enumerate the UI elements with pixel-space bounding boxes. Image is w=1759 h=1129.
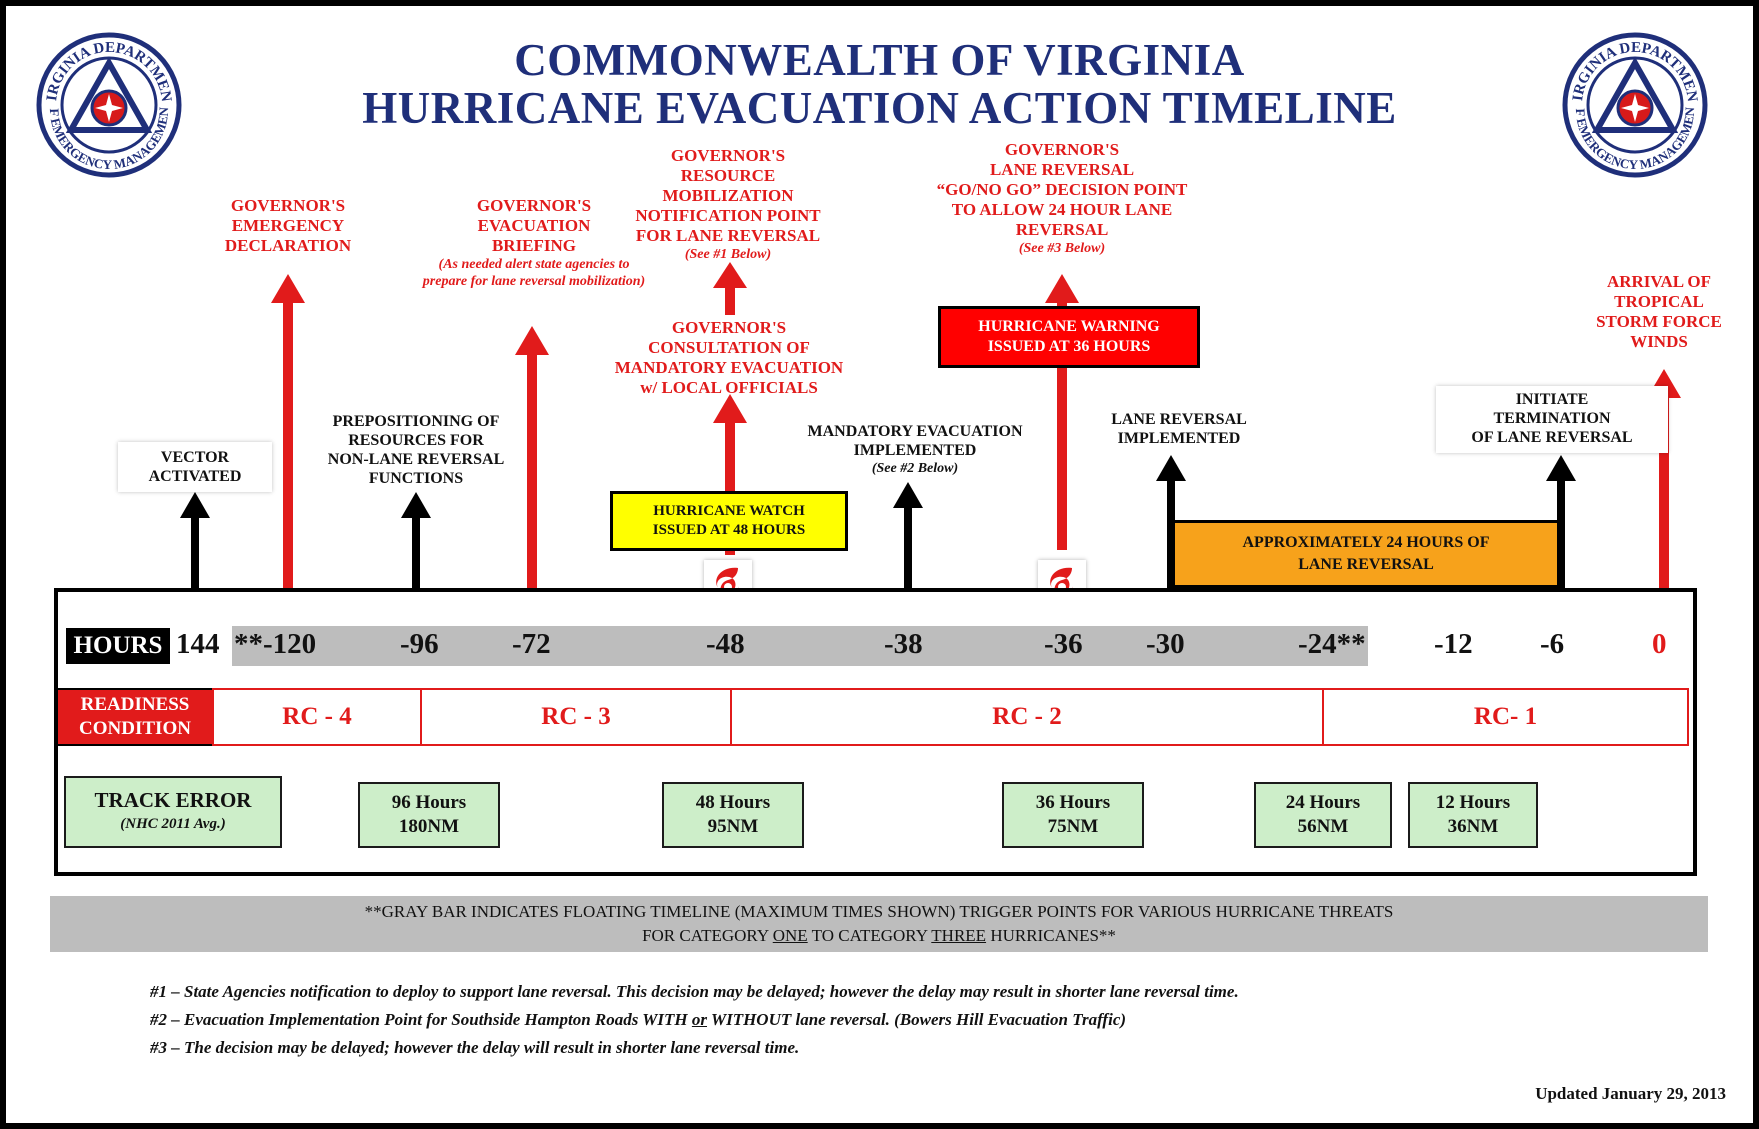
- readiness-rc-3: RC - 3: [420, 688, 732, 746]
- track-error-label: TRACK ERROR (NHC 2011 Avg.): [64, 776, 282, 848]
- arrow-vector: [191, 515, 199, 590]
- label-arrival-tropical-storm: ARRIVAL OF TROPICAL STORM FORCE WINDS: [1596, 272, 1722, 351]
- track-error-item: 96 Hours 180NM: [358, 782, 500, 848]
- label-resource-mobilization: GOVERNOR'S RESOURCE MOBILIZATION NOTIFIC…: [635, 146, 821, 262]
- label-emergency-declaration: GOVERNOR'S EMERGENCY DECLARATION: [224, 196, 352, 255]
- readiness-rc-1: RC- 1: [1322, 688, 1689, 746]
- track-error-item: 48 Hours 95NM: [662, 782, 804, 848]
- arrow-consultation: [725, 420, 735, 555]
- readiness-rc-4: RC - 4: [212, 688, 422, 746]
- note-3: #3 – The decision may be delayed; howeve…: [150, 1038, 800, 1057]
- hour-value: -6: [1540, 628, 1565, 660]
- arrow-resource: [725, 285, 735, 315]
- hour-value: -96: [400, 628, 439, 660]
- hour-value: 144: [176, 628, 220, 660]
- lane-reversal-period-box: APPROXIMATELY 24 HOURS OF LANE REVERSAL: [1172, 520, 1560, 588]
- label-mandatory-evacuation: MANDATORY EVACUATION IMPLEMENTED (See #2…: [807, 423, 1023, 476]
- arrow-lane-impl: [1167, 478, 1175, 590]
- note-1: #1 – State Agencies notification to depl…: [150, 982, 1239, 1001]
- hour-value: -72: [512, 628, 551, 660]
- label-vector-activated: VECTOR ACTIVATED: [118, 442, 272, 492]
- hurricane-watch-box: HURRICANE WATCH ISSUED AT 48 HOURS: [610, 491, 848, 551]
- note-2: #2 – Evacuation Implementation Point for…: [150, 1010, 1127, 1029]
- track-error-item: 36 Hours 75NM: [1002, 782, 1144, 848]
- track-error-item: 12 Hours 36NM: [1408, 782, 1538, 848]
- title-line-1: COMMONWEALTH OF VIRGINIA: [514, 35, 1245, 85]
- hour-value: -24**: [1298, 628, 1366, 660]
- label-prepositioning: PREPOSITIONING OF RESOURCES FOR NON-LANE…: [327, 413, 505, 487]
- label-lane-reversal-decision: GOVERNOR'S LANE REVERSAL “GO/NO GO” DECI…: [936, 140, 1188, 256]
- arrow-emergency: [283, 300, 293, 590]
- hour-value: -38: [884, 628, 923, 660]
- arrow-briefing: [527, 352, 537, 590]
- title-line-2: HURRICANE EVACUATION ACTION TIMELINE: [362, 83, 1397, 133]
- floating-timeline-note: **GRAY BAR INDICATES FLOATING TIMELINE (…: [50, 896, 1708, 952]
- label-consultation: GOVERNOR'S CONSULTATION OF MANDATORY EVA…: [614, 318, 844, 397]
- readiness-rc-2: RC - 2: [730, 688, 1324, 746]
- hurricane-warning-box: HURRICANE WARNING ISSUED AT 36 HOURS: [938, 306, 1200, 368]
- hour-value: **-120: [234, 628, 317, 660]
- hours-label: HOURS: [66, 628, 170, 664]
- hour-value: -36: [1044, 628, 1083, 660]
- hour-value: -48: [706, 628, 745, 660]
- label-evacuation-briefing: GOVERNOR'S EVACUATION BRIEFING (As neede…: [422, 196, 646, 289]
- arrow-mandatory: [904, 505, 912, 590]
- arrow-terminate: [1557, 478, 1565, 590]
- updated-date: Updated January 29, 2013: [1535, 1084, 1726, 1103]
- label-lane-reversal-implemented: LANE REVERSAL IMPLEMENTED: [1111, 411, 1247, 447]
- floating-timeline-gray-bar: [232, 626, 1368, 666]
- hour-value: -12: [1434, 628, 1473, 660]
- hour-value: -30: [1146, 628, 1185, 660]
- readiness-condition-label: READINESS CONDITION: [56, 688, 214, 746]
- vdem-logo-left: VIRGINIA DEPARTMENT OF EMERGENCY MANAGEM…: [29, 18, 184, 180]
- label-initiate-termination: INITIATE TERMINATION OF LANE REVERSAL: [1436, 386, 1668, 453]
- arrow-prepositioning: [412, 515, 420, 590]
- arrow-arrival: [1659, 395, 1669, 590]
- hour-value: 0: [1652, 628, 1667, 660]
- arrow-lane-decision: [1057, 300, 1067, 550]
- track-error-item: 24 Hours 56NM: [1254, 782, 1392, 848]
- vdem-logo-right: VIRGINIA DEPARTMENT OF EMERGENCY MANAGEM…: [1555, 18, 1710, 180]
